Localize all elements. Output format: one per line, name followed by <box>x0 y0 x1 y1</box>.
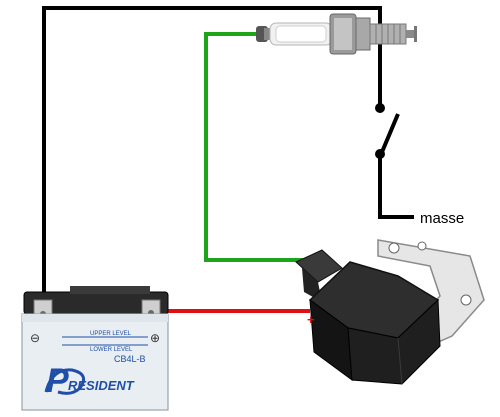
coil-plus-label: + <box>307 312 315 327</box>
switch-contact-top <box>375 103 385 113</box>
battery-model-label: CB4L-B <box>114 354 146 364</box>
black-wire-top <box>42 6 382 313</box>
ignition-coil-icon: + <box>295 239 485 385</box>
black-wire-masse <box>378 154 414 219</box>
spark-plug-icon <box>256 13 417 55</box>
president-logo-swoosh <box>44 368 86 395</box>
battery-icon: ⊖ ⊕ UPPER LEVEL LOWER LEVEL CB4L-B P RES… <box>21 286 169 411</box>
switch-lever <box>380 113 400 153</box>
battery-brand-letter: P <box>46 362 69 400</box>
green-wire <box>204 32 306 262</box>
battery-plus-label: ⊕ <box>150 331 160 345</box>
battery-minus-label: ⊖ <box>30 331 40 345</box>
upper-level-label: UPPER LEVEL <box>90 331 132 337</box>
battery-brand-name: RESIDENT <box>68 378 135 393</box>
masse-label: masse <box>420 210 464 227</box>
lower-level-label: LOWER LEVEL <box>90 347 133 353</box>
